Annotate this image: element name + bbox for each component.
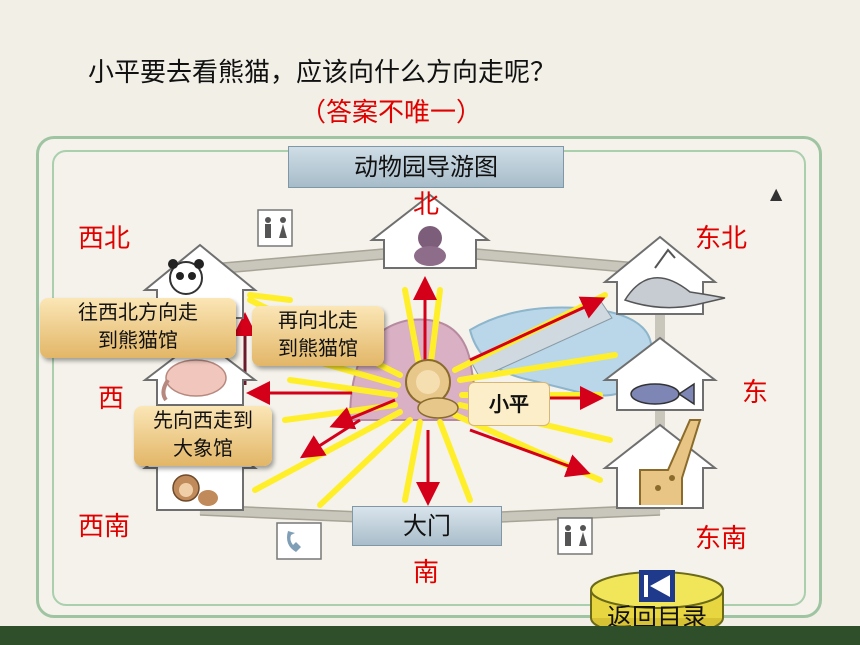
callout-line: 大象馆 [173,436,233,460]
hint-text: （答案不唯一） [300,98,483,128]
gorilla-icon [414,226,446,266]
callout-line: 往西北方向走 [78,300,198,324]
direction-northeast: 东北 [695,224,748,254]
monkey-icon [172,474,218,506]
skip-back-icon [639,570,675,602]
route-arrows [246,276,606,506]
callout-line: 到熊猫馆 [278,336,358,360]
callout-northwest-route: 往西北方向走 到熊猫馆 [40,298,236,358]
direction-northwest: 西北 [78,224,131,254]
phone-icon [276,522,322,560]
bottom-strip [0,626,860,645]
question-text: 小平要去看熊猫，应该向什么方向走呢？ [88,58,557,88]
elephant-icon [161,359,227,402]
direction-north: 北 [413,190,440,220]
bird-icon [623,248,726,309]
callout-line: 再向北走 [278,308,358,332]
direction-east: 东 [742,378,769,408]
direction-southwest: 西南 [78,512,131,542]
main-gate-label: 大门 [352,506,502,546]
map-title: 动物园导游图 [288,146,564,188]
direction-west: 西 [98,384,125,414]
direction-south: 南 [413,558,440,588]
callout-line: 到熊猫馆 [98,328,178,352]
play-triangle-icon[interactable]: ▲ [770,184,783,203]
fish-icon [630,382,695,406]
house-southeast [602,423,718,509]
panda-icon [168,259,204,295]
restroom-icon [557,517,593,555]
xiaoping-label: 小平 [468,382,550,426]
restroom-icon [257,209,293,247]
direction-southeast: 东南 [695,524,748,554]
lion-icon [405,359,459,419]
callout-line: 先向西走到 [153,408,253,432]
callout-west-route: 先向西走到 大象馆 [134,406,272,466]
giraffe-icon [639,419,702,505]
callout-north-route: 再向北走 到熊猫馆 [252,306,384,366]
